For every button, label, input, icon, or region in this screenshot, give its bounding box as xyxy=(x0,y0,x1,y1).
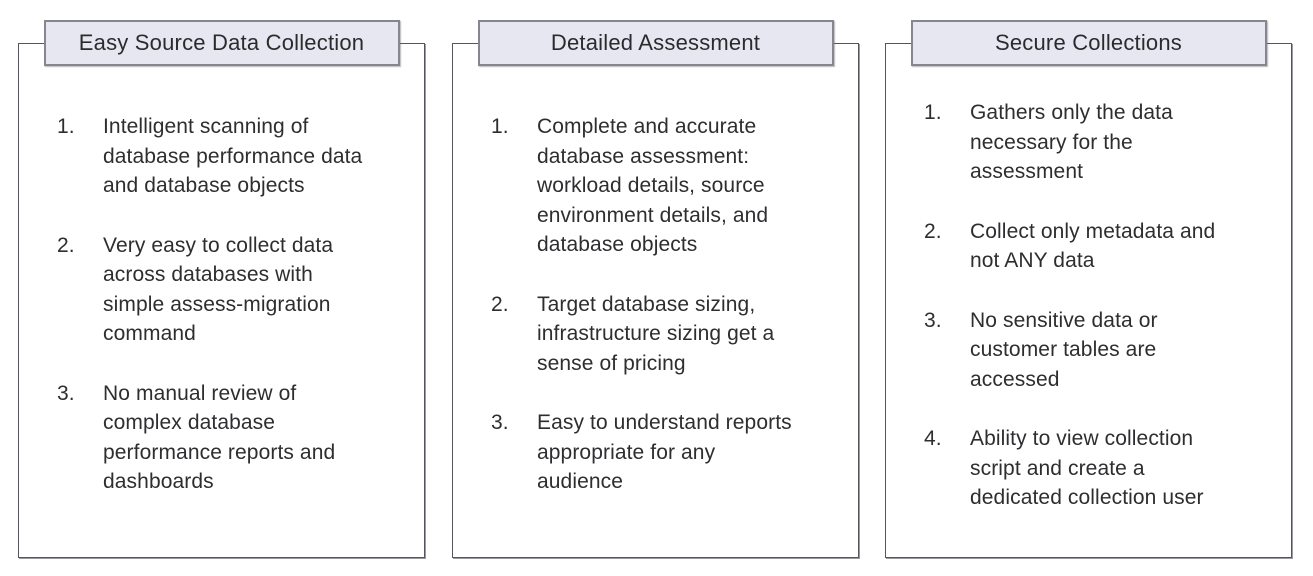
panel-body: Intelligent scanning of database perform… xyxy=(18,43,425,558)
panel-title-box: Easy Source Data Collection xyxy=(43,20,400,66)
list-item: Easy to understand reports appropriate f… xyxy=(491,408,792,493)
list-item: No manual review of complex database per… xyxy=(57,379,336,494)
panel-detailed-assessment: Detailed Assessment Complete and accurat… xyxy=(452,20,859,558)
list-item: Very easy to collect data across databas… xyxy=(57,231,334,346)
list-item: Collect only metadata and not ANY data xyxy=(924,217,1216,273)
panel-title-label: Secure Collections xyxy=(994,30,1183,55)
list-item: No sensitive data or customer tables are… xyxy=(924,306,1158,391)
list-item: Complete and accurate database assessmen… xyxy=(491,112,769,256)
panel-title-box: Detailed Assessment xyxy=(477,20,834,66)
item-list: Gathers only the data necessary for the … xyxy=(924,98,1285,513)
list-item: Target database sizing, infrastructure s… xyxy=(491,290,775,375)
list-item: Gathers only the data necessary for the … xyxy=(924,98,1173,183)
panel-title-box: Secure Collections xyxy=(910,20,1267,66)
list-item: Ability to view collection script and cr… xyxy=(924,424,1204,509)
panel-secure-collections: Secure Collections Gathers only the data… xyxy=(885,20,1292,558)
panel-title-label: Easy Source Data Collection xyxy=(78,30,365,55)
item-list: Intelligent scanning of database perform… xyxy=(57,112,418,497)
panel-easy-source-data-collection: Easy Source Data Collection Intelligent … xyxy=(18,20,425,558)
panel-title-label: Detailed Assessment xyxy=(550,30,761,55)
list-item: Intelligent scanning of database perform… xyxy=(57,112,363,197)
item-list: Complete and accurate database assessmen… xyxy=(491,112,852,497)
panel-body: Gathers only the data necessary for the … xyxy=(885,43,1292,558)
panel-body: Complete and accurate database assessmen… xyxy=(452,43,859,558)
